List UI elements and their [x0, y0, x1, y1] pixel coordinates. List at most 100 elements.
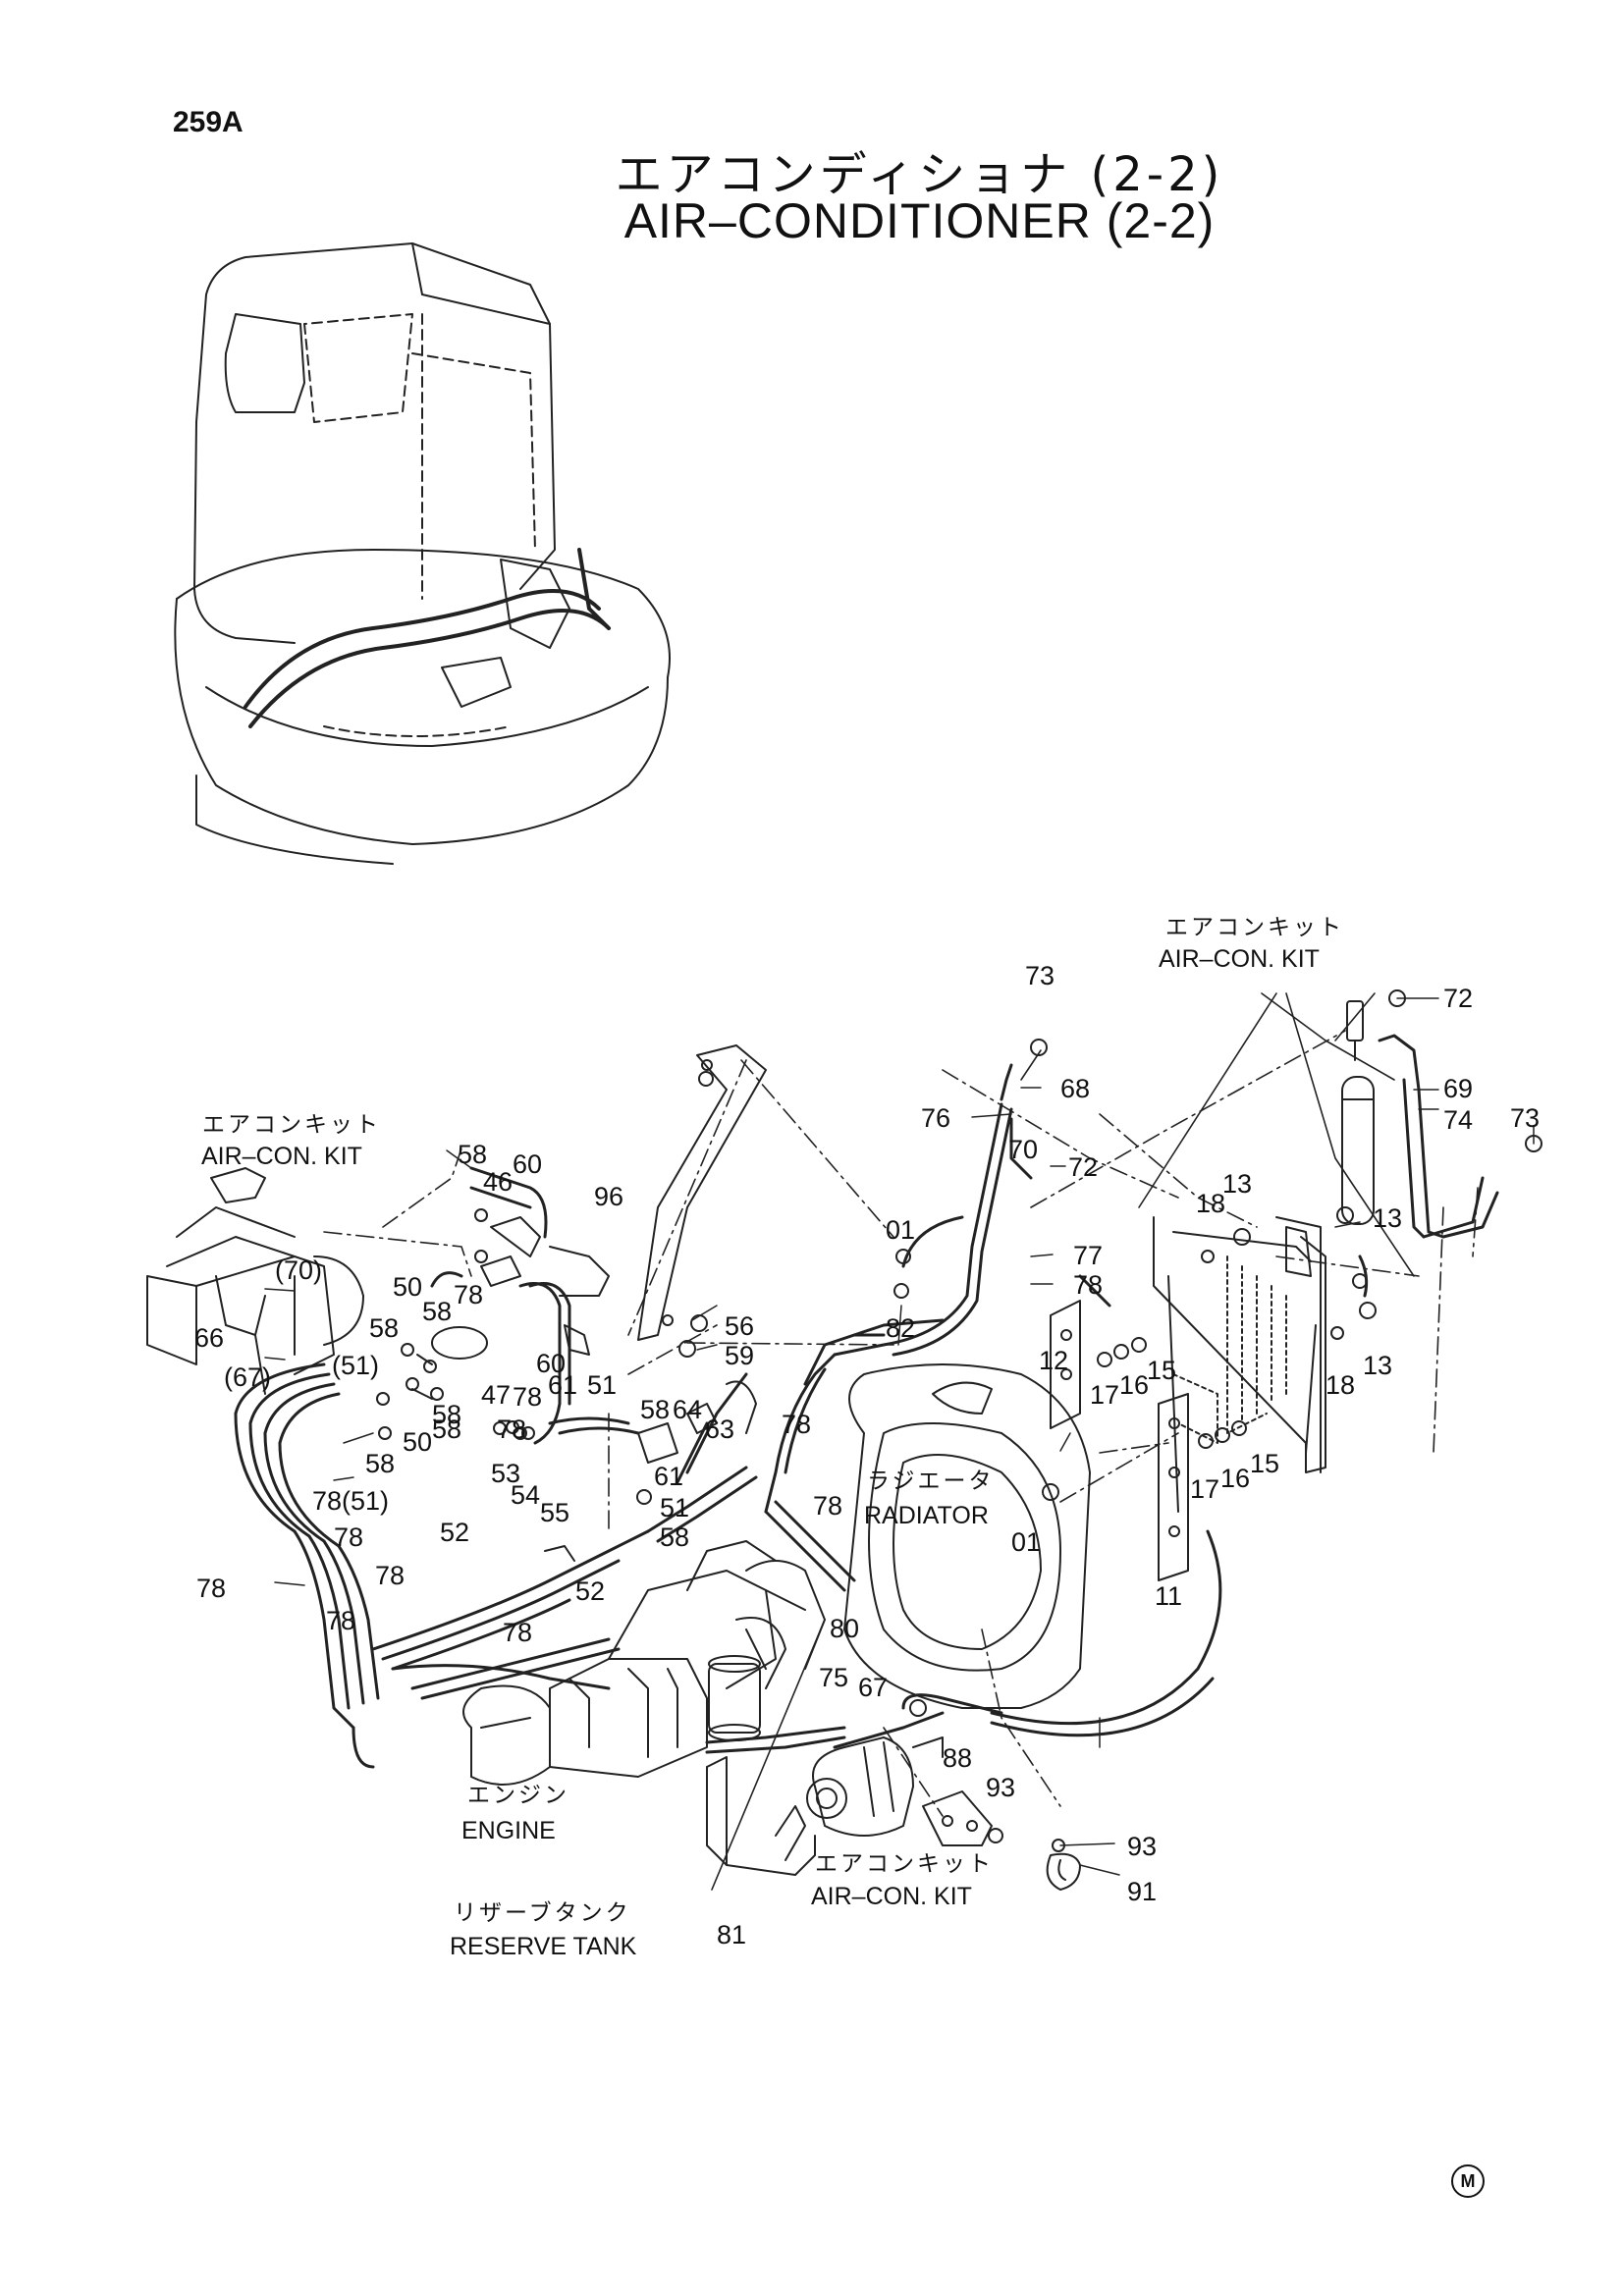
callout-80: 80 — [830, 1614, 859, 1643]
callout-15-b: 15 — [1250, 1449, 1279, 1478]
page-title-japanese: エアコンディショナ (2-2) — [615, 147, 1224, 202]
callout-52-b: 52 — [575, 1576, 605, 1606]
bolts-and-washers — [376, 989, 1542, 1843]
callout-63: 63 — [705, 1415, 734, 1444]
callout-67: 67 — [858, 1673, 888, 1702]
callout-58-g: 58 — [365, 1449, 395, 1478]
bracket-96 — [637, 1044, 767, 1341]
page-title-english: AIR–CONDITIONER (2-2) — [623, 193, 1216, 248]
callout-77: 77 — [1073, 1241, 1103, 1270]
callout-61-b: 61 — [654, 1462, 683, 1491]
hose-clip-91 — [1046, 1839, 1081, 1891]
callout-78-k: 78 — [326, 1606, 355, 1635]
label-aircon-kit-top-en: AIR–CON. KIT — [1159, 945, 1320, 973]
label-aircon-kit-bottom-jp: エアコンキット — [815, 1851, 994, 1877]
callout-12: 12 — [1039, 1346, 1068, 1375]
bracket-88 — [922, 1790, 993, 1846]
callout-01: 01 — [886, 1215, 915, 1245]
label-radiator-en: RADIATOR — [864, 1502, 989, 1529]
callout-50-b: 50 — [403, 1427, 432, 1457]
callout-78-h: 78 — [334, 1522, 363, 1552]
callout-70: 70 — [1008, 1135, 1038, 1164]
callout-74: 74 — [1443, 1105, 1473, 1135]
refrigerant-hoses — [234, 1063, 1222, 1769]
callout-17: 17 — [1090, 1380, 1119, 1410]
callout-17-b: 17 — [1190, 1474, 1219, 1504]
condenser-assembly — [1153, 1216, 1369, 1513]
callout-58-h: 58 — [660, 1522, 689, 1552]
leader-lines — [323, 992, 1479, 1891]
callout-73: 73 — [1025, 961, 1055, 990]
callout-69: 69 — [1443, 1074, 1473, 1103]
bracket-81 — [706, 1756, 816, 1876]
callout-53: 53 — [491, 1459, 520, 1488]
callout-58-d: 58 — [432, 1400, 461, 1429]
callout-78-d: 78 — [782, 1410, 811, 1439]
callout-54: 54 — [511, 1480, 540, 1510]
label-aircon-kit-left-en: AIR–CON. KIT — [201, 1143, 362, 1170]
callout-93-b: 93 — [1127, 1832, 1157, 1861]
label-aircon-kit-bottom-en: AIR–CON. KIT — [811, 1883, 972, 1910]
callout-72: 72 — [1443, 984, 1473, 1013]
callout-leaders — [264, 997, 1535, 1876]
label-reserve-tank-en: RESERVE TANK — [450, 1933, 637, 1960]
callout-50: 50 — [393, 1272, 422, 1302]
callout-01-b: 01 — [1011, 1527, 1041, 1557]
label-aircon-kit-left-jp: エアコンキット — [202, 1112, 381, 1138]
callout-78-f: 78 — [813, 1491, 842, 1521]
callout-47: 47 — [481, 1380, 511, 1410]
callout-78-e: 78 — [497, 1415, 526, 1444]
callout-52: 52 — [440, 1518, 469, 1547]
callout-18: 18 — [1196, 1189, 1225, 1218]
callout-58: 58 — [458, 1140, 487, 1169]
callout-78-c: 78 — [513, 1382, 542, 1412]
callout-78-top: 78 — [454, 1280, 483, 1309]
callout-78-l: 78 — [503, 1618, 532, 1647]
callout-73-right: 73 — [1510, 1103, 1540, 1133]
evaporator-unit — [146, 1167, 364, 1395]
reserve-tank — [708, 1655, 761, 1741]
callout-96: 96 — [594, 1182, 623, 1211]
callout-60: 60 — [513, 1149, 542, 1179]
callout-78-51: 78(51) — [312, 1486, 389, 1516]
callout-68: 68 — [1060, 1074, 1090, 1103]
callout-46: 46 — [483, 1167, 513, 1197]
callout-66: 66 — [194, 1323, 224, 1353]
label-reserve-tank-jp: リザーブタンク — [454, 1900, 631, 1926]
callout-51: 51 — [587, 1370, 617, 1400]
callout-78-right: 78 — [1073, 1270, 1103, 1300]
callout-78-j: 78 — [375, 1561, 405, 1590]
diagram-labels: エアコンキット AIR–CON. KIT エアコンキット AIR–CON. KI… — [201, 915, 1344, 1960]
callout-51-paren: (51) — [332, 1351, 379, 1380]
callout-67-paren: (67) — [224, 1362, 271, 1392]
callout-16: 16 — [1119, 1370, 1149, 1400]
excavator-overview-drawing — [174, 242, 671, 865]
callout-55: 55 — [540, 1498, 569, 1527]
callout-11: 11 — [1155, 1581, 1182, 1611]
callout-58-f: 58 — [432, 1415, 461, 1444]
callout-13-b: 13 — [1373, 1203, 1402, 1233]
callout-61: 61 — [548, 1370, 577, 1400]
callout-16-b: 16 — [1220, 1464, 1250, 1493]
callout-72-mid: 72 — [1068, 1152, 1098, 1182]
label-radiator-jp: ラジエータ — [867, 1468, 995, 1494]
callout-58-c: 58 — [369, 1313, 399, 1343]
callout-91: 91 — [1127, 1877, 1157, 1906]
callout-13-c: 13 — [1363, 1351, 1392, 1380]
callout-75: 75 — [819, 1663, 848, 1692]
callout-82: 82 — [886, 1313, 915, 1343]
callout-15: 15 — [1147, 1356, 1176, 1385]
receiver-drier — [1341, 1000, 1499, 1239]
callout-60-b: 60 — [536, 1349, 566, 1378]
page-number: 259A — [173, 106, 243, 138]
label-engine-en: ENGINE — [461, 1817, 556, 1844]
label-engine-jp: エンジン — [467, 1783, 569, 1808]
callout-58-b: 58 — [422, 1297, 452, 1326]
label-aircon-kit-top-jp: エアコンキット — [1165, 915, 1344, 940]
callout-93: 93 — [986, 1773, 1015, 1802]
part-callouts: 73 72 68 69 74 73 76 70 72 77 78 18 13 1… — [194, 961, 1540, 1949]
callout-78-i: 78 — [196, 1574, 226, 1603]
compressor — [806, 1736, 944, 1837]
